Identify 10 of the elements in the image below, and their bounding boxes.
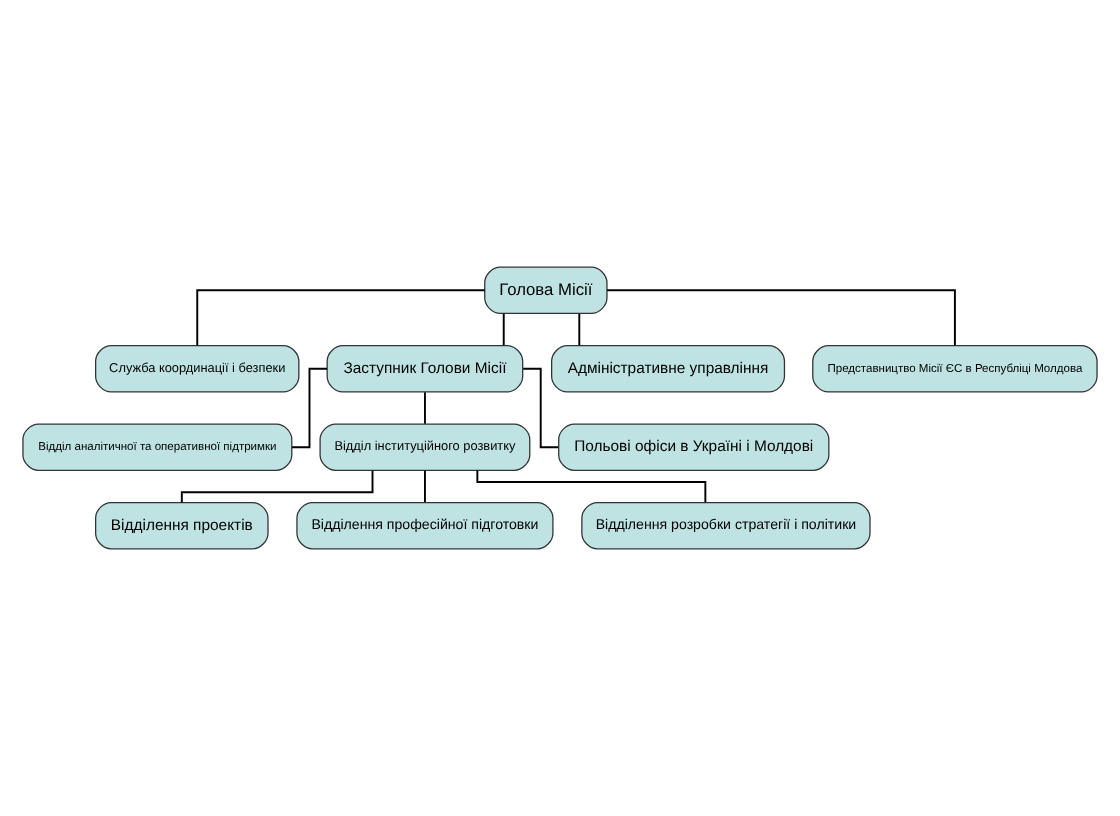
connector bbox=[522, 367, 560, 449]
connector bbox=[502, 312, 505, 347]
node-box: Голова Місії bbox=[484, 266, 608, 315]
connector bbox=[291, 367, 328, 449]
connector bbox=[196, 289, 486, 347]
connector bbox=[423, 391, 426, 425]
connector bbox=[476, 469, 707, 504]
connector bbox=[606, 289, 956, 347]
connector bbox=[423, 469, 426, 504]
connector bbox=[578, 312, 581, 347]
